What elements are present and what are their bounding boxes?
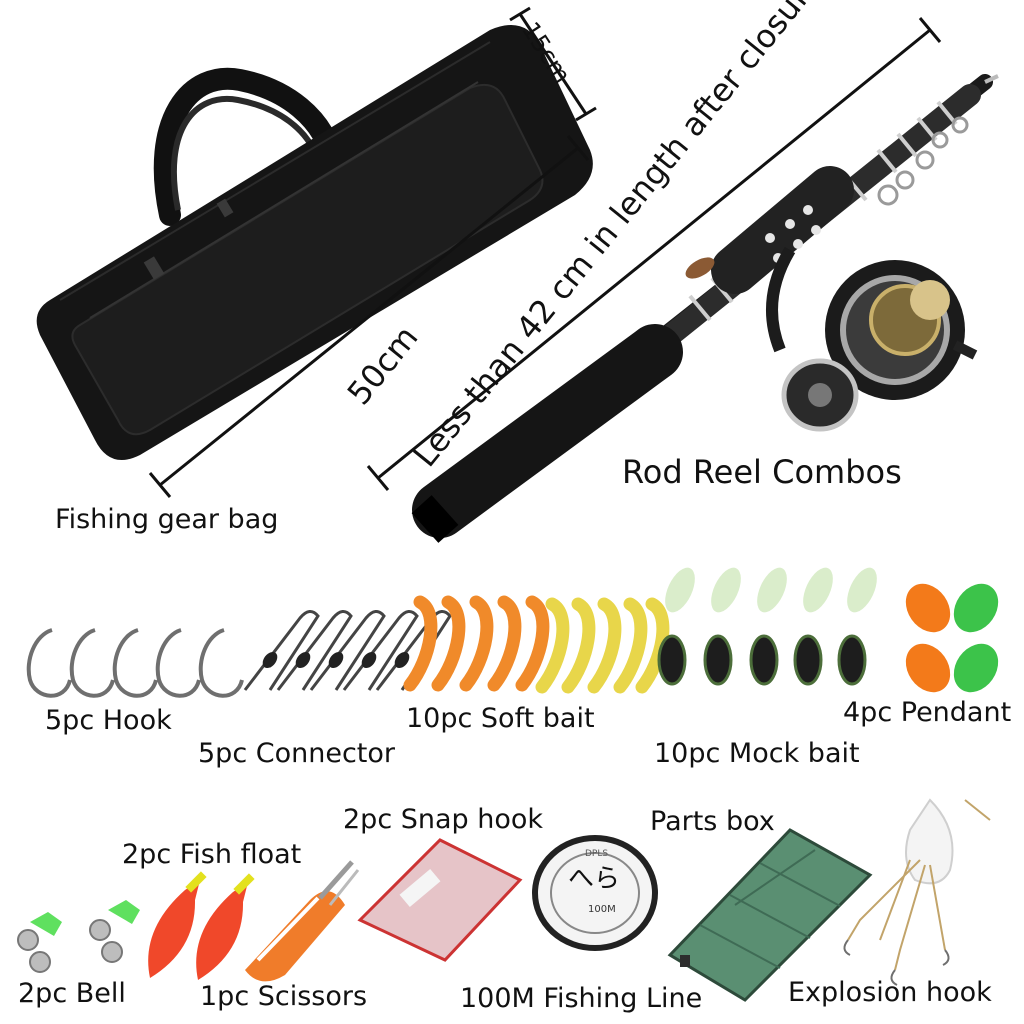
connector-label: 5pc Connector <box>198 738 396 769</box>
mock-baits <box>657 567 877 686</box>
rod-reel-combo <box>411 74 999 543</box>
spool-length: 100M <box>588 904 616 915</box>
spool-title: へら <box>568 864 621 894</box>
scissors <box>245 860 360 982</box>
fish-float-label: 2pc Fish float <box>122 839 302 870</box>
mock-bait-label: 10pc Mock bait <box>654 738 860 769</box>
parts-box <box>667 828 873 1002</box>
fishing-gear-bag <box>36 25 593 460</box>
bells <box>17 900 140 973</box>
pendant-label: 4pc Pendant <box>843 697 1012 728</box>
pendants <box>905 583 999 693</box>
hooks <box>26 628 244 698</box>
rod-label: Rod Reel Combos <box>622 453 902 491</box>
spool-brand: DPLS <box>585 849 609 859</box>
soft-baits <box>403 595 670 694</box>
snap-hook-pack <box>357 838 523 962</box>
parts-box-label: Parts box <box>650 806 775 837</box>
dimension-lines <box>148 6 942 498</box>
hook-label: 5pc Hook <box>45 705 172 736</box>
bag-label: Fishing gear bag <box>55 504 279 535</box>
connectors <box>243 610 452 691</box>
bell-label: 2pc Bell <box>18 978 126 1009</box>
explosion-hook-label: Explosion hook <box>788 977 992 1008</box>
scissors-label: 1pc Scissors <box>200 981 368 1012</box>
soft-bait-label: 10pc Soft bait <box>406 703 595 734</box>
explosion-hook <box>843 798 991 986</box>
fishing-line-spool <box>532 835 658 951</box>
fishing-line-label: 100M Fishing Line <box>460 983 703 1014</box>
fish-floats <box>148 871 255 980</box>
snap-hook-label: 2pc Snap hook <box>343 804 544 835</box>
